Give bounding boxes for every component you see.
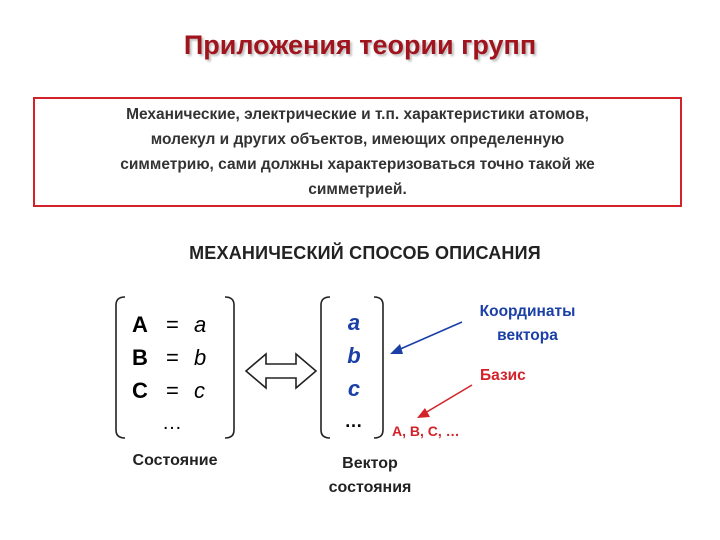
state-dots: … bbox=[162, 412, 183, 434]
vector-dots: … bbox=[344, 411, 364, 431]
vector-item: c bbox=[347, 376, 361, 401]
state-row: B = b bbox=[132, 341, 206, 374]
state-column: A = a B = b C = c … bbox=[132, 308, 206, 440]
definition-line: Механические, электрические и т.п. харак… bbox=[126, 106, 589, 123]
vector-item: b bbox=[347, 343, 361, 368]
basis-arrowhead-icon bbox=[417, 408, 430, 418]
definition-line: молекул и других объектов, имеющих опред… bbox=[150, 131, 565, 148]
vector-column: a b c … bbox=[336, 306, 372, 438]
vector-label-line: Вектор bbox=[342, 455, 398, 472]
state-lhs: B bbox=[132, 345, 148, 370]
state-lhs: A bbox=[132, 312, 148, 337]
state-eq: = bbox=[166, 345, 179, 370]
basis-annotation: Базис bbox=[480, 367, 526, 384]
state-lhs: C bbox=[132, 378, 148, 403]
state-right-bracket bbox=[224, 296, 235, 439]
coord-annotation: Координаты вектора bbox=[460, 300, 595, 348]
coord-line: Координаты bbox=[479, 303, 576, 320]
state-rhs: c bbox=[194, 378, 205, 403]
coord-line: вектора bbox=[497, 327, 558, 344]
basis-list: A, B, C, … bbox=[392, 423, 460, 439]
page-title: Приложения теории групп bbox=[183, 30, 537, 60]
definition-line: симметрией. bbox=[308, 181, 407, 198]
definition-line: симметрию, сами должны характеризоваться… bbox=[120, 156, 595, 173]
vector-item: a bbox=[347, 310, 361, 335]
state-row: C = c bbox=[132, 374, 206, 407]
state-label: Состояние bbox=[132, 452, 218, 469]
state-rhs: b bbox=[194, 345, 207, 370]
state-left-bracket bbox=[115, 296, 126, 439]
state-eq: = bbox=[166, 312, 179, 337]
definition-box: Механические, электрические и т.п. харак… bbox=[33, 97, 682, 207]
vector-label-line: состояния bbox=[328, 479, 412, 496]
coord-arrowhead-icon bbox=[390, 344, 403, 354]
basis-arrow bbox=[424, 384, 473, 414]
state-eq: = bbox=[166, 378, 179, 403]
vector-label: Вектор состояния bbox=[300, 452, 440, 500]
double-arrow-icon bbox=[244, 352, 318, 390]
coord-arrow bbox=[397, 321, 463, 351]
vector-left-bracket bbox=[320, 296, 331, 439]
state-rhs: a bbox=[194, 312, 207, 337]
state-row: A = a bbox=[132, 308, 206, 341]
section-subtitle: МЕХАНИЧЕСКИЙ СПОСОБ ОПИСАНИЯ bbox=[189, 243, 541, 263]
vector-right-bracket bbox=[373, 296, 384, 439]
